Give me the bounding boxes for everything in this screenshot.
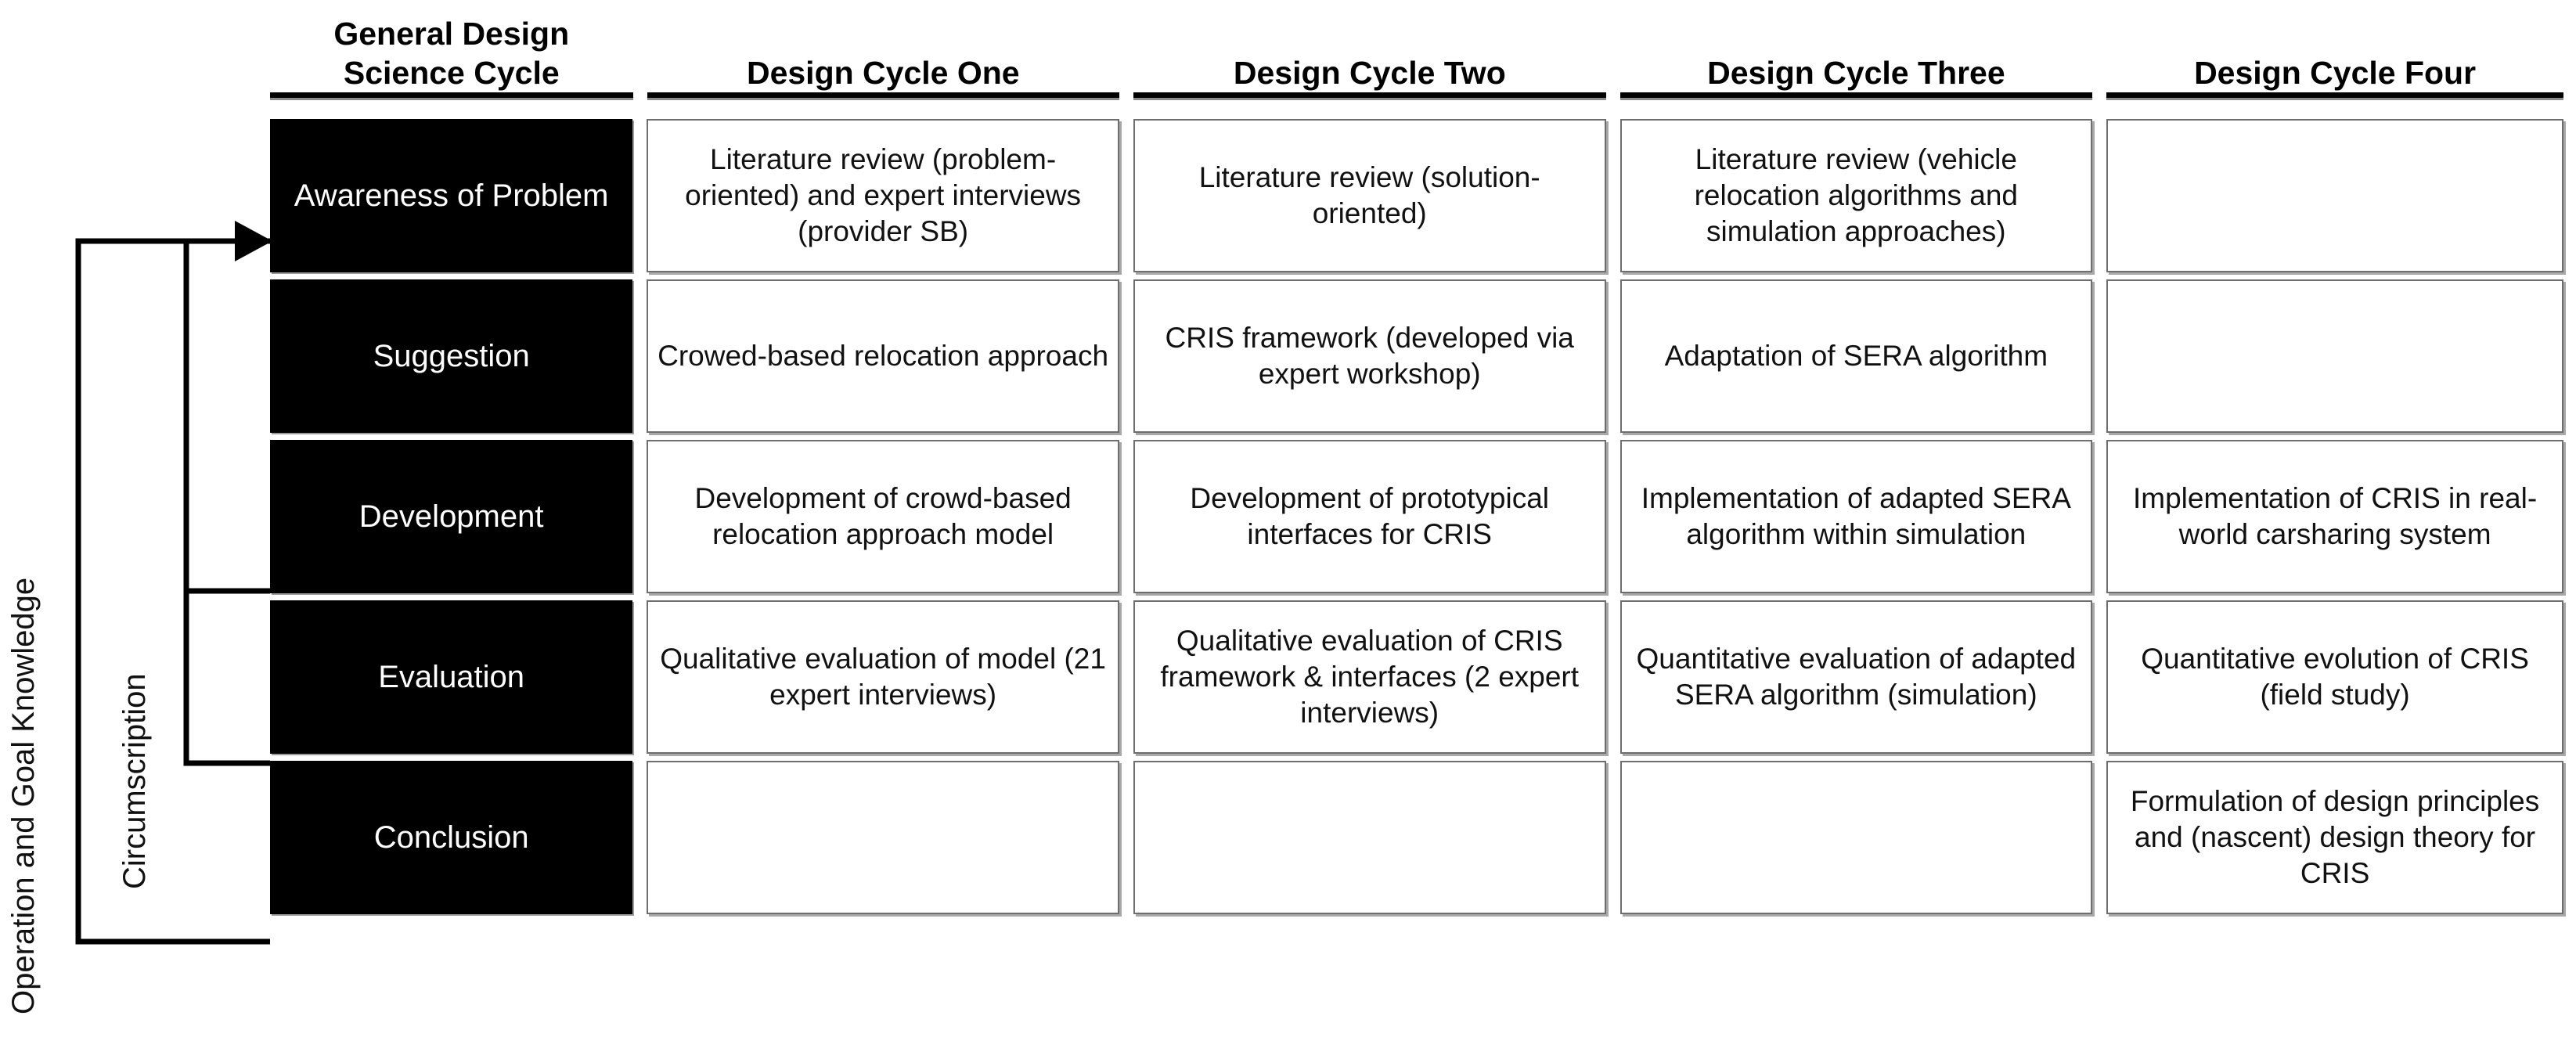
cell-text: Quantitative evaluation of adapted SERA … — [1636, 643, 2077, 711]
cell-cycle-two-evaluation: Qualitative evaluation of CRIS framework… — [1133, 600, 1606, 755]
column-header-design-cycle-one: Design Cycle One — [647, 53, 1120, 119]
table-row: Conclusion Formulation of design princip… — [270, 761, 2564, 915]
stage-label-text: Conclusion — [373, 819, 529, 855]
stage-label-development: Development — [270, 440, 633, 594]
stage-label-awareness-of-problem: Awareness of Problem — [270, 119, 633, 273]
column-header-label: Design Cycle Four — [2194, 55, 2477, 92]
stage-label-text: Awareness of Problem — [294, 178, 609, 213]
cell-cycle-three-conclusion — [1619, 761, 2093, 915]
column-gap — [1119, 440, 1133, 593]
column-gap — [1119, 119, 1133, 272]
stage-label-text: Suggestion — [373, 338, 530, 373]
cell-cycle-four-awareness — [2106, 119, 2564, 273]
cell-text: Adaptation of SERA algorithm — [1664, 340, 2048, 373]
table-row: Development Development of crowd-based r… — [270, 440, 2564, 594]
cell-text: Qualitative evaluation of model (21 expe… — [660, 643, 1106, 711]
column-header-design-cycle-four: Design Cycle Four — [2106, 53, 2563, 119]
header-rule — [270, 92, 633, 101]
column-gap — [1606, 440, 1620, 593]
column-gap — [1606, 761, 1620, 914]
cell-cycle-four-evaluation: Quantitative evolution of CRIS (field st… — [2106, 600, 2564, 755]
column-gap — [1119, 600, 1133, 754]
column-gap — [632, 440, 647, 593]
outer-bracket — [75, 238, 270, 945]
inner-bracket — [183, 238, 270, 766]
column-gap — [2092, 761, 2106, 914]
matrix-header-row: General Design Science Cycle Design Cycl… — [270, 14, 2563, 119]
cell-cycle-one-awareness: Literature review (problem-oriented) and… — [647, 119, 1119, 273]
cell-cycle-four-suggestion — [2106, 279, 2564, 434]
column-gap — [2092, 119, 2106, 272]
header-rule — [2106, 92, 2563, 101]
column-gap — [1606, 279, 1620, 433]
cell-cycle-three-suggestion: Adaptation of SERA algorithm — [1619, 279, 2093, 434]
column-gap — [1606, 119, 1620, 272]
column-gap — [632, 119, 647, 272]
cell-cycle-three-development: Implementation of adapted SERA algorithm… — [1619, 440, 2093, 594]
cell-cycle-one-evaluation: Qualitative evaluation of model (21 expe… — [647, 600, 1119, 755]
column-header-label: General Design Science Cycle — [333, 16, 570, 92]
cell-cycle-two-development: Development of prototypical interfaces f… — [1133, 440, 1606, 594]
cell-text: Crowed-based relocation approach — [658, 340, 1109, 373]
table-row: Evaluation Qualitative evaluation of mod… — [270, 600, 2564, 755]
column-header-label: Design Cycle Two — [1233, 55, 1506, 92]
column-header-design-cycle-three: Design Cycle Three — [1619, 53, 2093, 119]
cell-cycle-one-development: Development of crowd-based relocation ap… — [647, 440, 1119, 594]
cell-cycle-four-development: Implementation of CRIS in real-world car… — [2106, 440, 2564, 594]
header-rule — [1619, 92, 2093, 101]
cell-cycle-three-evaluation: Quantitative evaluation of adapted SERA … — [1619, 600, 2093, 755]
column-gap — [2092, 279, 2106, 433]
column-gap — [2092, 440, 2106, 593]
cell-text: Implementation of adapted SERA algorithm… — [1641, 482, 2071, 551]
table-row: Awareness of Problem Literature review (… — [270, 119, 2564, 273]
column-header-label: Design Cycle Three — [1707, 55, 2005, 92]
header-rule — [647, 92, 1120, 101]
column-header-design-cycle-two: Design Cycle Two — [1133, 53, 1606, 119]
stage-label-text: Evaluation — [378, 659, 525, 694]
knowledge-flow-bracket-diagram — [75, 221, 272, 945]
arrowhead-icon — [235, 221, 272, 261]
column-gap — [2092, 600, 2106, 754]
cell-text: Formulation of design principles and (na… — [2130, 785, 2540, 889]
header-rule — [1133, 92, 1606, 101]
column-gap — [1119, 761, 1133, 914]
stage-label-conclusion: Conclusion — [270, 761, 633, 915]
column-gap — [632, 761, 647, 914]
cell-cycle-two-suggestion: CRIS framework (developed via expert wor… — [1133, 279, 1606, 434]
cell-cycle-one-suggestion: Crowed-based relocation approach — [647, 279, 1119, 434]
cell-text: Literature review (problem-oriented) and… — [685, 143, 1082, 247]
design-cycle-matrix: General Design Science Cycle Design Cycl… — [270, 14, 2564, 921]
stage-label-evaluation: Evaluation — [270, 600, 633, 755]
cell-text: Qualitative evaluation of CRIS framework… — [1160, 625, 1580, 729]
cell-text: Literature review (vehicle relocation al… — [1694, 143, 2019, 247]
table-row: Suggestion Crowed-based relocation appro… — [270, 279, 2564, 434]
cell-cycle-four-conclusion: Formulation of design principles and (na… — [2106, 761, 2564, 915]
cell-cycle-one-conclusion — [647, 761, 1119, 915]
column-gap — [632, 600, 647, 754]
stage-label-suggestion: Suggestion — [270, 279, 633, 434]
cell-text: Implementation of CRIS in real-world car… — [2132, 482, 2538, 551]
cell-text: Development of prototypical interfaces f… — [1190, 482, 1550, 551]
cell-cycle-two-conclusion — [1133, 761, 1606, 915]
column-gap — [1119, 279, 1133, 433]
cell-cycle-three-awareness: Literature review (vehicle relocation al… — [1619, 119, 2093, 273]
column-header-label: Design Cycle One — [746, 55, 1020, 92]
column-gap — [1606, 600, 1620, 754]
cell-text: Development of crowd-based relocation ap… — [694, 482, 1072, 551]
cell-cycle-two-awareness: Literature review (solution-oriented) — [1133, 119, 1606, 273]
cell-text: Quantitative evolution of CRIS (field st… — [2141, 643, 2529, 711]
cell-text: Literature review (solution-oriented) — [1198, 161, 1540, 230]
cell-text: CRIS framework (developed via expert wor… — [1165, 322, 1574, 391]
column-gap — [632, 279, 647, 433]
column-header-general-design-science-cycle: General Design Science Cycle — [270, 14, 633, 119]
stage-label-text: Development — [358, 499, 544, 534]
